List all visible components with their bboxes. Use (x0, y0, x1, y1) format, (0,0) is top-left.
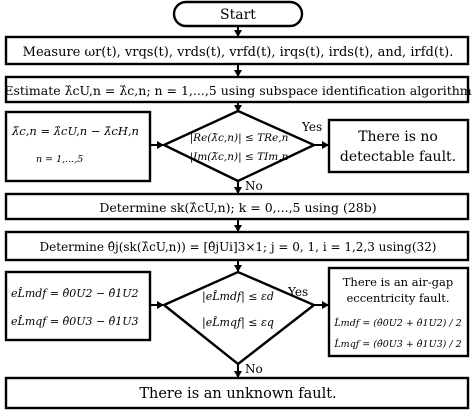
estimate-node: Estimate λ̂cU,n = λ̂c,n; n = 1,...,5 usi… (4, 75, 472, 104)
determine-s-text: Determine sk(λ̂cU,n); k = 0,...,5 using … (99, 200, 376, 215)
residual-box (4, 110, 152, 183)
measure-node: Measure ωr(t), vrqs(t), vrds(t), vrfd(t)… (4, 35, 470, 66)
unknown-text: There is an unknown fault. (139, 386, 336, 402)
start-label: Start (220, 7, 256, 23)
start-shape (172, 0, 304, 28)
residual-range: n = 1,...,5 (36, 154, 83, 165)
connectors (150, 27, 329, 378)
im-condition: |Im(λ̃c,n)| ≤ TIm,n (190, 151, 289, 164)
airgap-node: There is an air-gap eccentricity fault. … (327, 266, 470, 358)
determine-theta-box (4, 230, 470, 262)
eps-condition-q: |eL̂mqf| ≤ εq (202, 316, 274, 330)
airgap-line-2: eccentricity fault. (346, 291, 449, 305)
determine-s-box (4, 192, 470, 221)
unknown-box (4, 376, 470, 410)
unknown-node: There is an unknown fault. (4, 376, 470, 410)
error-md: eL̂mdf = θ̂0U2 − θ̂1U2 (11, 287, 139, 300)
no-fault-line-2: detectable fault. (340, 149, 456, 165)
epsilon-decision: |eL̂mdf| ≤ εd |eL̂mqf| ≤ εq (161, 270, 317, 366)
measure-box (4, 35, 470, 66)
no-fault-box (327, 118, 470, 174)
epsilon-diamond (161, 270, 317, 366)
determine-s-node: Determine sk(λ̂cU,n); k = 0,...,5 using … (4, 192, 470, 221)
determine-theta-node: Determine θ̂j(sk(λ̂cU,n)) = [θ̂jUi]3×1; … (4, 230, 470, 262)
residual-formula: λ̃c,n = λ̂cU,n − λ̂cH,n (11, 124, 139, 138)
errors-box (4, 270, 152, 342)
determine-theta-text: Determine θ̂j(sk(λ̂cU,n)) = [θ̂jUi]3×1; … (40, 240, 437, 254)
no-label-2: No (245, 362, 263, 376)
airgap-formula-d: L̂mdf = (θ̂0U2 + θ̂1U2) / 2 (333, 317, 461, 329)
yes-label-2: Yes (287, 285, 308, 299)
error-mq: eL̂mqf = θ̂0U3 − θ̂1U3 (11, 315, 139, 328)
residual-node: λ̃c,n = λ̂cU,n − λ̂cH,n n = 1,...,5 (4, 110, 152, 183)
re-condition: |Re(λ̃c,n)| ≤ TRe,n (190, 132, 289, 145)
no-fault-line-1: There is no (358, 129, 438, 145)
estimate-text: Estimate λ̂cU,n = λ̂c,n; n = 1,...,5 usi… (4, 83, 471, 98)
no-label-1: No (245, 179, 263, 193)
yes-label-1: Yes (301, 120, 322, 134)
eps-condition-d: |eL̂mdf| ≤ εd (202, 290, 274, 304)
airgap-line-1: There is an air-gap (343, 275, 454, 289)
airgap-box (327, 266, 470, 358)
threshold-decision: |Re(λ̃c,n)| ≤ TRe,n |Im(λ̃c,n)| ≤ TIm,n (161, 109, 317, 183)
no-fault-node: There is no detectable fault. (327, 118, 470, 174)
errors-node: eL̂mdf = θ̂0U2 − θ̂1U2 eL̂mqf = θ̂0U3 − … (4, 270, 152, 342)
threshold-diamond (161, 109, 317, 183)
start-node: Start (172, 0, 304, 28)
airgap-formula-q: L̂mqf = (θ̂0U3 + θ̂1U3) / 2 (333, 338, 461, 350)
measure-text: Measure ωr(t), vrqs(t), vrds(t), vrfd(t)… (23, 45, 454, 60)
estimate-box (4, 75, 470, 104)
